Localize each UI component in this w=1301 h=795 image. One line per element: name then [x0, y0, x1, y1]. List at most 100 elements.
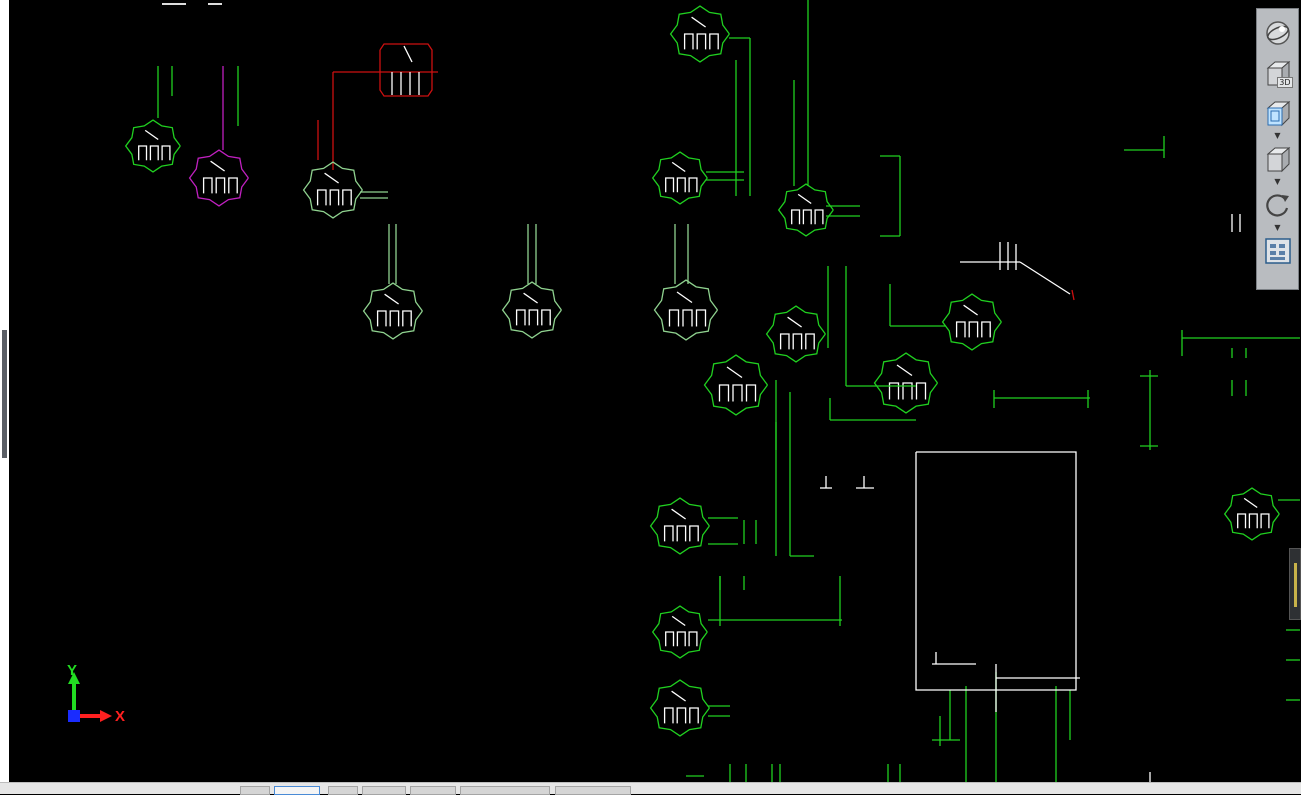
ucs-x-label: X	[115, 708, 126, 725]
symbol-outline-magenta	[188, 149, 249, 207]
symbol-glyph	[814, 209, 824, 225]
symbol-outline	[649, 679, 710, 737]
zoom-slider[interactable]	[1289, 548, 1301, 620]
showmotion-button[interactable]	[1261, 233, 1295, 269]
cad-line	[1071, 289, 1075, 301]
palette-collapse-handle[interactable]	[2, 330, 7, 458]
steering-wheel-icon	[1265, 21, 1290, 45]
symbol-glyph	[202, 177, 213, 194]
symbol-glyph	[792, 333, 803, 350]
cad-line	[1019, 261, 1071, 295]
symbol-glyph	[805, 333, 815, 350]
symbol-glyph	[668, 309, 680, 327]
symbol-glyph	[515, 309, 526, 326]
symbol-outline	[653, 279, 719, 341]
symbol-glyph	[541, 309, 551, 326]
cad-drawing[interactable]	[9, 0, 1301, 782]
symbol-glyph	[215, 177, 226, 194]
pan-button[interactable]	[1261, 95, 1295, 131]
symbol-glyph	[329, 189, 340, 206]
symbol-glyph	[389, 310, 400, 327]
symbol-glyph	[779, 333, 790, 350]
symbol-glyph	[902, 382, 913, 400]
orbit-dropdown-caret[interactable]: ▼	[1274, 223, 1281, 232]
symbol-glyph	[688, 177, 698, 193]
symbol-outline	[873, 352, 939, 414]
symbol-glyph	[689, 525, 699, 542]
symbol-outline	[941, 293, 1002, 351]
viewport-frame	[915, 451, 1077, 691]
symbol-outline-red	[379, 43, 433, 97]
cube-3d-icon	[1266, 60, 1290, 87]
symbol-glyph	[528, 309, 539, 326]
symbol-glyph	[1243, 497, 1258, 509]
symbol-glyph	[963, 304, 978, 316]
symbol-glyph	[955, 321, 966, 338]
symbol-glyph	[915, 382, 927, 400]
orbit-icon	[1265, 194, 1289, 217]
pan-dropdown-caret[interactable]: ▼	[1274, 131, 1281, 140]
symbol-outline	[777, 183, 834, 237]
symbol-glyph	[791, 209, 801, 225]
symbol-glyph	[695, 309, 707, 327]
zoom-dropdown-caret[interactable]: ▼	[1274, 177, 1281, 186]
symbol-glyph	[689, 707, 699, 724]
symbol-glyph	[726, 366, 743, 379]
symbol-glyph	[676, 177, 686, 193]
symbol-glyph	[1237, 513, 1247, 529]
symbol-glyph	[1248, 513, 1258, 529]
symbol-glyph	[676, 707, 687, 724]
symbol-outline	[765, 305, 826, 363]
symbol-glyph	[732, 384, 743, 402]
symbol-glyph	[161, 145, 171, 161]
symbol-glyph	[671, 615, 686, 627]
symbol-glyph	[797, 193, 812, 205]
symbol-glyph	[696, 33, 707, 50]
symbol-glyph	[802, 209, 812, 225]
showmotion-icon	[1264, 238, 1291, 264]
symbol-glyph	[787, 316, 802, 328]
symbol-glyph	[403, 45, 413, 63]
symbol-glyph	[665, 631, 675, 647]
symbol-glyph	[663, 525, 674, 542]
symbol-glyph	[316, 189, 327, 206]
symbol-glyph	[682, 309, 693, 327]
symbol-glyph	[402, 310, 412, 327]
symbol-glyph	[676, 631, 686, 647]
symbol-glyph	[138, 145, 148, 161]
top-edge-mark	[162, 3, 186, 5]
symbol-outline	[501, 281, 562, 339]
symbol-glyph	[709, 33, 719, 50]
symbol-glyph	[676, 525, 687, 542]
symbol-glyph	[144, 129, 159, 141]
symbol-glyph	[665, 177, 675, 193]
symbol-outline	[651, 605, 708, 659]
symbol-glyph	[718, 384, 730, 402]
view-cube-button[interactable]: 3D	[1261, 55, 1295, 91]
symbol-outline	[651, 151, 708, 205]
symbol-glyph	[384, 293, 399, 305]
symbol-glyph	[981, 321, 991, 338]
orbit-button[interactable]	[1261, 187, 1295, 223]
symbol-glyph	[691, 16, 706, 28]
zoom-button[interactable]	[1261, 141, 1295, 177]
symbol-glyph	[888, 382, 900, 400]
symbol-outline	[124, 119, 181, 173]
symbol-glyph	[523, 292, 538, 304]
drawing-viewport[interactable]	[9, 0, 1301, 782]
symbol-glyph	[663, 707, 674, 724]
symbol-outline	[703, 354, 769, 416]
top-edge-mark	[208, 3, 222, 5]
symbol-outline	[669, 5, 730, 63]
symbol-glyph	[745, 384, 757, 402]
symbol-glyph	[342, 189, 352, 206]
symbol-glyph	[968, 321, 979, 338]
symbol-glyph	[671, 508, 686, 520]
symbol-glyph	[376, 310, 387, 327]
symbol-glyph	[210, 160, 225, 172]
ucs-y-label: Y	[67, 662, 78, 679]
symbol-glyph	[683, 33, 694, 50]
symbol-glyph	[1260, 513, 1270, 529]
steering-wheel-button[interactable]	[1261, 15, 1295, 51]
status-bar	[0, 782, 1301, 795]
